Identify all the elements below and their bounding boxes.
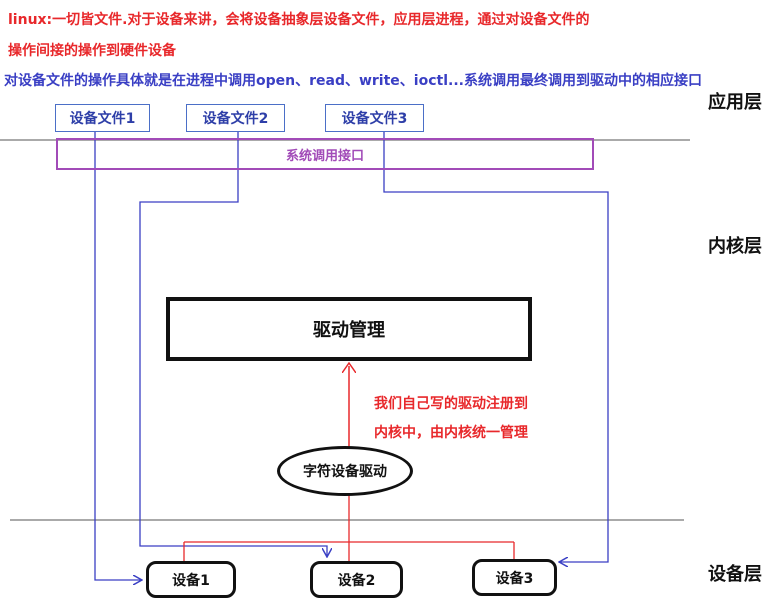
char-device-driver: 字符设备驱动 [277,446,413,496]
device-file-1: 设备文件1 [55,104,150,132]
path-file1-device1 [94,132,141,580]
device-file-2: 设备文件2 [186,104,285,132]
path-file3-device3 [383,132,609,562]
register-note-line-2: 内核中，由内核统一管理 [374,425,528,441]
syscall-interface: 系统调用接口 [56,138,594,170]
layer-label-kernel: 内核层 [708,236,762,257]
intro-line-1: linux:一切皆文件.对于设备来讲，会将设备抽象层设备文件，应用层进程，通过对… [8,12,590,28]
device-3: 设备3 [472,559,557,596]
path-file2-device2 [139,132,327,556]
device-file-3: 设备文件3 [325,104,424,132]
layer-label-device: 设备层 [708,564,762,585]
device-2: 设备2 [310,561,403,598]
layer-label-app: 应用层 [708,92,762,113]
driver-management: 驱动管理 [166,297,532,361]
device-1: 设备1 [146,561,236,598]
intro-line-2: 操作间接的操作到硬件设备 [8,43,176,59]
register-note-line-1: 我们自己写的驱动注册到 [374,396,528,412]
intro-line-3: 对设备文件的操作具体就是在进程中调用open、read、write、ioctl.… [4,73,702,89]
